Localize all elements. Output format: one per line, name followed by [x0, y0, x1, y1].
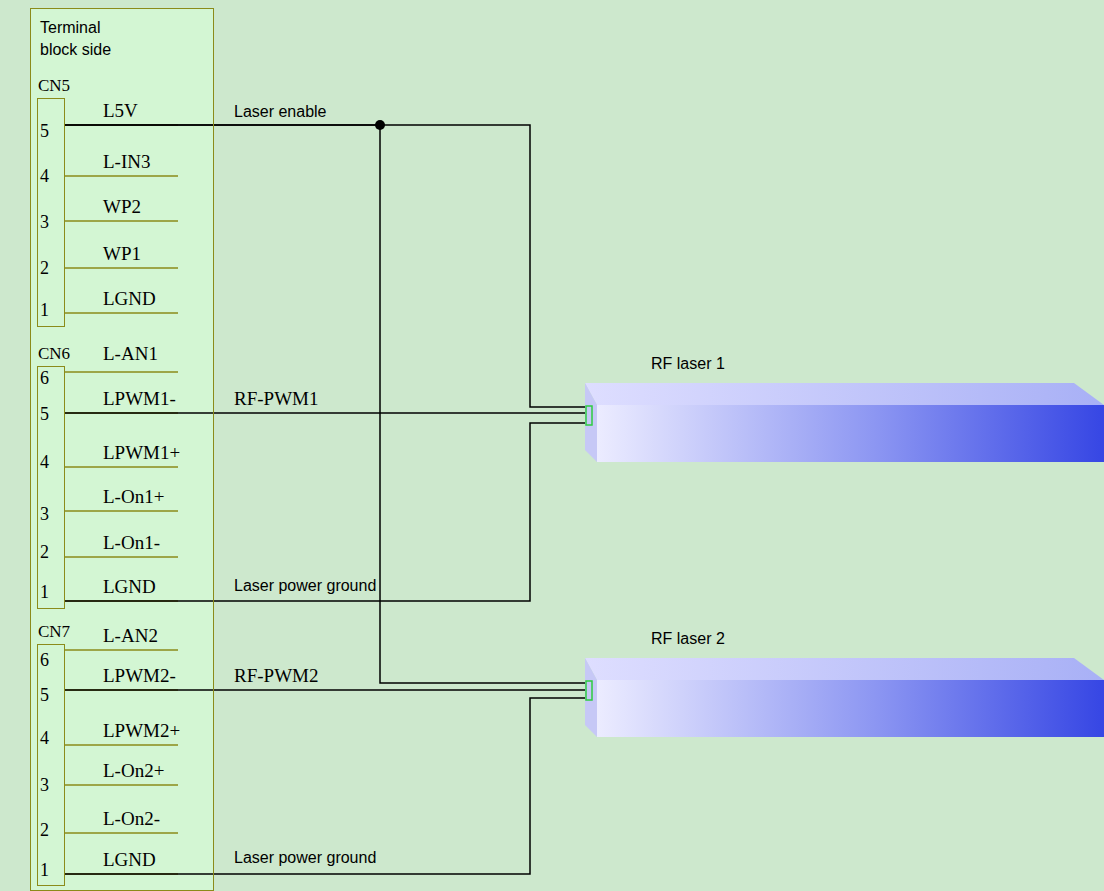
laser-name: RF laser 1: [651, 354, 725, 374]
signal-label: RF-PWM1: [232, 388, 320, 410]
pin-number: 4: [40, 728, 49, 748]
laser-tube: RF laser 2: [585, 658, 1104, 737]
pin-number: 6: [40, 650, 49, 670]
pin-name: WP1: [103, 243, 141, 265]
laser-shape-holder: [585, 383, 1104, 462]
pin-line: [65, 312, 178, 314]
panel-fill: [30, 8, 214, 891]
pin-number: 1: [40, 582, 49, 602]
connector-outline: [37, 366, 65, 609]
pin-name: L-On2+: [103, 760, 164, 782]
pin-name: LPWM1-: [103, 388, 176, 410]
wire: [65, 698, 585, 874]
laser-illustration: [585, 383, 1104, 462]
laser-front-face: [597, 405, 1104, 462]
connector-name: CN7: [38, 619, 65, 644]
pin-underlines: [65, 125, 178, 874]
wire: [65, 423, 585, 601]
pin-line: [65, 220, 178, 222]
pin-name: LPWM2-: [103, 665, 176, 687]
pin-name: LGND: [103, 288, 156, 310]
pin-number: 3: [40, 504, 49, 524]
pin-number: 4: [40, 452, 49, 472]
pin-number: 5: [40, 121, 49, 141]
laser-side-face: [585, 383, 597, 462]
connector-outline: [37, 644, 65, 886]
pin-line: [65, 510, 178, 512]
signal-label: RF-PWM2: [232, 665, 320, 687]
pin-name: LPWM2+: [103, 720, 180, 742]
pin-line: [65, 649, 178, 651]
pin-number: 6: [40, 368, 49, 388]
wire: [65, 689, 585, 691]
pin-name: WP2: [103, 196, 141, 218]
signal-label: Laser power ground: [232, 576, 378, 596]
pin-number: 2: [40, 820, 49, 840]
pin-line: [65, 784, 178, 786]
connector-name: CN5: [38, 73, 65, 98]
pin-line: [65, 267, 178, 269]
pin-line: [65, 466, 178, 468]
pin-name: L-On1-: [103, 532, 160, 554]
pin-number: 1: [40, 300, 49, 320]
pin-name: LPWM1+: [103, 442, 180, 464]
laser-name: RF laser 2: [651, 629, 725, 649]
laser-shape-holder: [585, 658, 1104, 737]
pin-line: [65, 744, 178, 746]
laser-side-face: [585, 658, 597, 737]
pin-name: L-AN1: [103, 343, 158, 365]
signal-label: Laser power ground: [232, 848, 378, 868]
connector-name: CN6: [38, 341, 65, 366]
laser-connector: [586, 406, 592, 425]
panel-title: Terminal block side: [40, 17, 136, 61]
pin-name: LGND: [103, 849, 156, 871]
laser-front-face: [597, 680, 1104, 737]
pin-number: 5: [40, 685, 49, 705]
laser-illustration: [585, 658, 1104, 737]
wire: [65, 125, 585, 683]
wire: [65, 125, 585, 407]
pin-name: L-On1+: [103, 486, 164, 508]
laser-tube: RF laser 1: [585, 383, 1104, 462]
pin-name: L5V: [103, 100, 138, 122]
pin-number: 5: [40, 404, 49, 424]
pin-line: [65, 175, 178, 177]
pin-number: 2: [40, 542, 49, 562]
pin-line: [65, 832, 178, 834]
pin-name: L-AN2: [103, 625, 158, 647]
pin-line: [65, 371, 178, 373]
pin-name: L-IN3: [103, 151, 150, 173]
pin-name: LGND: [103, 576, 156, 598]
laser-top-face: [585, 383, 1104, 405]
pin-line: [65, 556, 178, 558]
pin-number: 4: [40, 166, 49, 186]
laser-connector: [586, 681, 592, 700]
connector-block: CN5: [37, 73, 65, 327]
signal-label: Laser enable: [232, 102, 329, 122]
pin-number: 1: [40, 860, 49, 880]
laser-top-face: [585, 658, 1104, 680]
pin-number: 3: [40, 775, 49, 795]
pin-number: 3: [40, 212, 49, 232]
pin-number: 2: [40, 258, 49, 278]
wire: [65, 412, 585, 414]
pin-name: L-On2-: [103, 808, 160, 830]
